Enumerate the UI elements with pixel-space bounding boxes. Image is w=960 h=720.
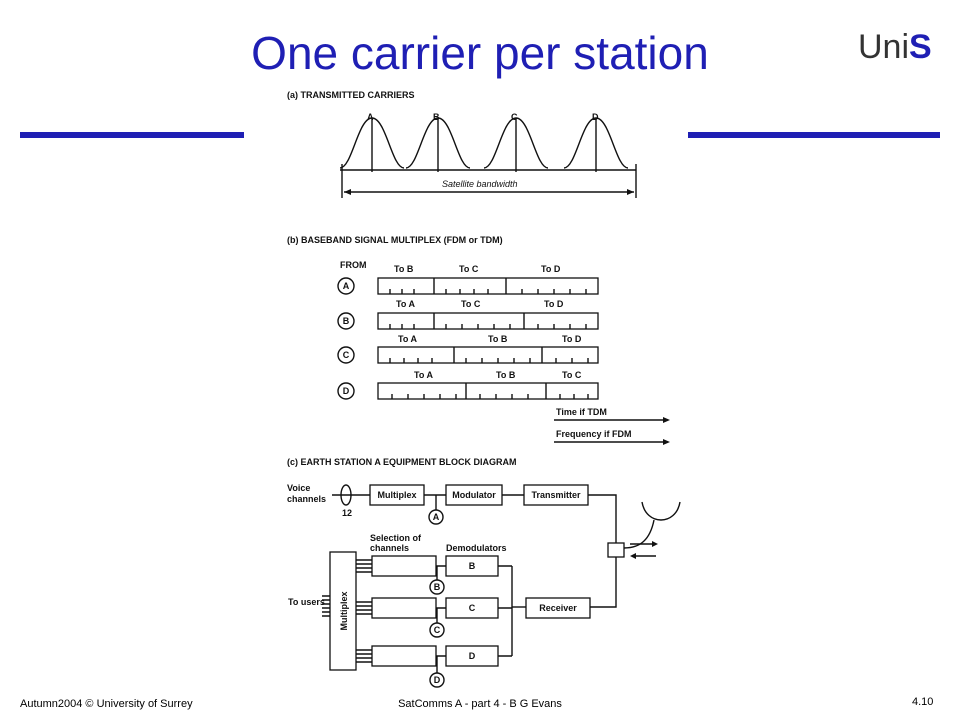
demod-c-label: C (469, 603, 476, 613)
row-b-seg-1: To A (396, 299, 415, 309)
section-b-title: (b) BASEBAND SIGNAL MULTIPLEX (FDM or TD… (287, 235, 503, 245)
from-label: FROM (340, 260, 367, 270)
section-a-title: (a) TRANSMITTED CARRIERS (287, 90, 415, 100)
demod-d-label: D (469, 651, 476, 661)
footer-copyright: Autumn2004 © University of Surrey (20, 698, 193, 710)
demodulators-label: Demodulators (446, 543, 507, 553)
row-c-seg-3: To D (562, 334, 582, 344)
unis-logo: UniS (858, 28, 932, 67)
node-a-circle (428, 509, 444, 525)
selection-label-1: Selection of (370, 533, 422, 543)
row-d-seg-1: To A (414, 370, 433, 380)
row-c-seg-1: To A (398, 334, 417, 344)
carrier-curves (339, 117, 629, 169)
row-b-seg-3: To D (544, 299, 564, 309)
station-c-circle (337, 346, 355, 364)
page-number: 4.10 (912, 696, 934, 708)
row-a-ticks (389, 289, 587, 294)
antenna-feed (623, 519, 655, 549)
node-b-circle (429, 579, 445, 595)
station-d-circle (337, 382, 355, 400)
row-c-seg-2: To B (488, 334, 508, 344)
transmitter-label: Transmitter (531, 490, 581, 500)
logo-suffix: S (909, 28, 932, 66)
antenna-dish (641, 501, 681, 521)
node-c-label: C (434, 625, 441, 635)
selection-d-block (371, 645, 437, 667)
node-c-circle (429, 622, 445, 638)
slide-title: One carrier per station (251, 27, 709, 79)
row-b-frame (377, 312, 599, 330)
station-c-label: C (343, 350, 350, 360)
node-d-label: D (434, 675, 441, 685)
carrier-b-label: B (433, 112, 440, 122)
to-users-label: To users (288, 597, 325, 607)
row-b-ticks (389, 324, 587, 329)
section-c-title: (c) EARTH STATION A EQUIPMENT BLOCK DIAG… (287, 457, 517, 467)
carrier-a-label: A (367, 112, 374, 122)
multiplex-vertical-block (329, 551, 357, 671)
row-d-ticks (391, 394, 589, 399)
station-b-circle (337, 312, 355, 330)
demod-to-bus-lines (498, 565, 512, 657)
row-a-seg-1: To B (394, 264, 414, 274)
axis-tdm-label: Time if TDM (556, 407, 607, 417)
row-d-seg-3: To C (562, 370, 582, 380)
selection-label-2: channels (370, 543, 409, 553)
modulator-label: Modulator (452, 490, 496, 500)
logo-prefix: Uni (858, 28, 910, 66)
downlink-arrowhead (630, 553, 636, 559)
row-c-frame (377, 346, 599, 364)
node-a-label: A (433, 512, 440, 522)
receiver-label: Receiver (539, 603, 577, 613)
selection-c-block (371, 597, 437, 619)
station-a-circle (337, 277, 355, 295)
node-d-circle (429, 672, 445, 688)
selection-b-block (371, 555, 437, 577)
uplink-arrowhead (652, 541, 658, 547)
channel-count: 12 (342, 508, 352, 518)
node-b-label: B (434, 582, 441, 592)
channel-bundle-lines (356, 559, 372, 663)
row-b-seg-2: To C (461, 299, 481, 309)
tx-to-diplexer-line (588, 494, 617, 543)
station-a-label: A (343, 281, 350, 291)
row-a-seg-3: To D (541, 264, 561, 274)
carrier-d-label: D (592, 112, 599, 122)
multiplex-label: Multiplex (377, 490, 416, 500)
bandwidth-label: Satellite bandwidth (442, 179, 518, 189)
diplexer-block (607, 542, 625, 558)
axis-fdm-label: Frequency if FDM (556, 429, 632, 439)
row-a-seg-2: To C (459, 264, 479, 274)
carrier-c-label: C (511, 112, 518, 122)
receiver-block (525, 597, 591, 619)
row-c-ticks (389, 358, 589, 363)
title-rule-right (688, 132, 940, 138)
axis-tdm-arrowhead (663, 417, 670, 423)
station-b-label: B (343, 316, 350, 326)
voice-label-2: channels (287, 494, 326, 504)
to-users-lines (322, 595, 330, 617)
diplexer-to-rx-line (590, 557, 617, 608)
row-d-seg-2: To B (496, 370, 516, 380)
voice-label-1: Voice (287, 483, 310, 493)
footer-course: SatComms A - part 4 - B G Evans (398, 698, 562, 710)
axis-fdm-arrowhead (663, 439, 670, 445)
row-d-frame (377, 382, 599, 400)
station-d-label: D (343, 386, 350, 396)
demod-b-label: B (469, 561, 476, 571)
title-rule-left (20, 132, 244, 138)
multiplex-vertical-label: Multiplex (339, 591, 349, 630)
